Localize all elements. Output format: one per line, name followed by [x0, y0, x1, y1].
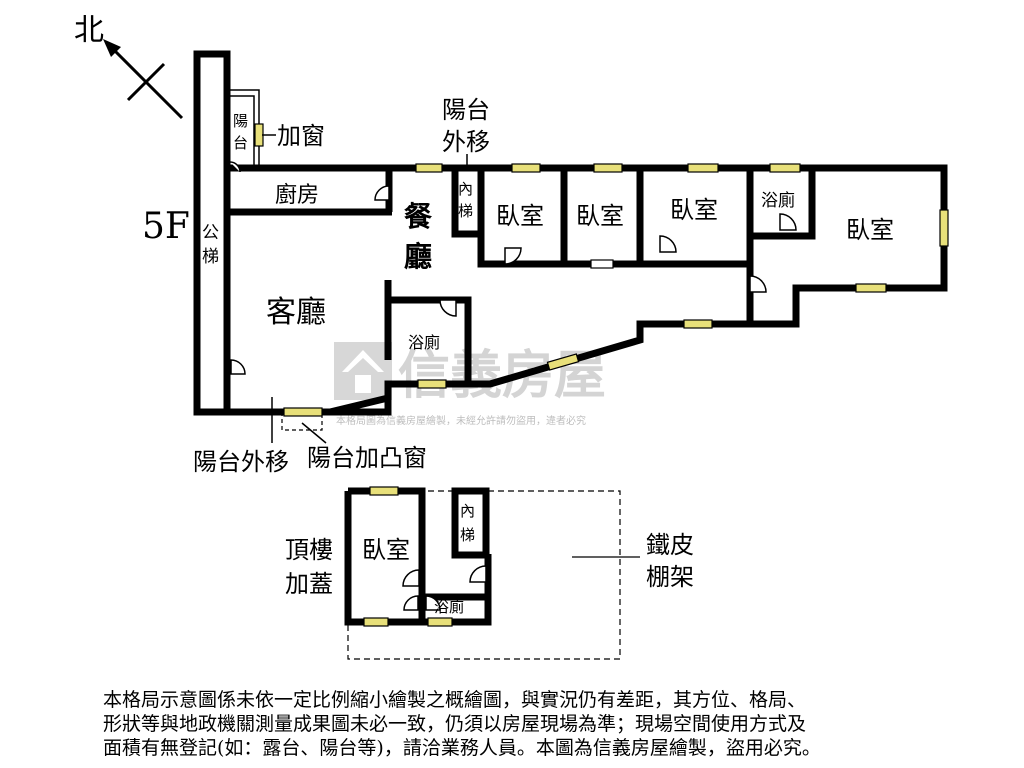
disclaimer-line-1: 本格局示意圖係未依一定比例縮小繪製之概繪圖，與實況仍有差距，其方位、格局、: [103, 689, 807, 711]
label-roof-addition: 頂樓加蓋: [285, 536, 333, 598]
label-iron-shed: 鐵皮棚架: [646, 531, 694, 591]
roof-floor: 頂樓加蓋 臥室 內梯 浴廁 鐵皮棚架: [285, 486, 694, 660]
label-bedroom-4: 臥室: [846, 216, 894, 244]
label-dining: 餐廳: [404, 200, 433, 273]
main-floor-walls: [193, 50, 948, 416]
label-roof-inner-stairs: 內梯: [460, 502, 475, 544]
annotation-bay-window: 陽台加凸窗: [307, 444, 427, 472]
label-bedroom-3: 臥室: [670, 196, 718, 224]
windows: [254, 123, 949, 417]
compass: 北: [74, 13, 184, 120]
label-roof-bedroom: 臥室: [362, 536, 410, 564]
annotation-balcony-moved-bottom: 陽台外移: [193, 448, 289, 476]
annotation-balcony-moved-top: 陽台外移: [442, 96, 490, 156]
label-roof-bathroom: 浴廁: [434, 598, 464, 616]
disclaimer-line-3: 面積有無登記(如：露台、陽台等)，請洽業務人員。本圖為信義房屋繪製，盜用必究。: [103, 737, 821, 759]
annotation-added-window: 加窗: [277, 122, 325, 150]
label-balcony: 陽台: [233, 112, 248, 152]
doors: [229, 161, 797, 375]
label-bathroom-1: 浴廁: [761, 190, 795, 211]
label-living: 客廳: [266, 295, 326, 330]
watermark-logo-icon: [334, 342, 392, 400]
main-floor-annotations: 加窗 陽台外移 陽台外移 陽台加凸窗: [193, 96, 490, 476]
label-inner-stairs: 內梯: [458, 180, 473, 220]
label-bedroom-2: 臥室: [576, 202, 624, 230]
north-label: 北: [74, 13, 104, 48]
watermark-notice: 本格局圖為信義房屋繪製，未經允許請勿盜用，違者必究: [336, 414, 586, 427]
label-bedroom-1: 臥室: [496, 202, 544, 230]
floor-label: 5F: [142, 206, 190, 247]
main-floor-labels: 5F 公梯 陽台 廚房 餐廳 客廳 內梯 臥室 臥室 臥室 浴廁 臥室 浴廁: [142, 112, 894, 352]
bay-window-outline: [281, 411, 323, 431]
disclaimer: 本格局示意圖係未依一定比例縮小繪製之概繪圖，與實況仍有差距，其方位、格局、 形狀…: [103, 688, 923, 760]
label-kitchen: 廚房: [275, 183, 319, 208]
label-public-stairs: 公梯: [202, 223, 219, 267]
watermark: 信義房屋 本格局圖為信義房屋繪製，未經允許請勿盜用，違者必究: [334, 342, 606, 427]
label-bathroom-2: 浴廁: [408, 333, 440, 352]
disclaimer-line-2: 形狀等與地政機關測量成果圖未必一致，仍須以房屋現場為準；現場空間使用方式及: [103, 713, 807, 735]
north-arrow-icon: [103, 39, 121, 57]
door-slot: [590, 259, 614, 269]
